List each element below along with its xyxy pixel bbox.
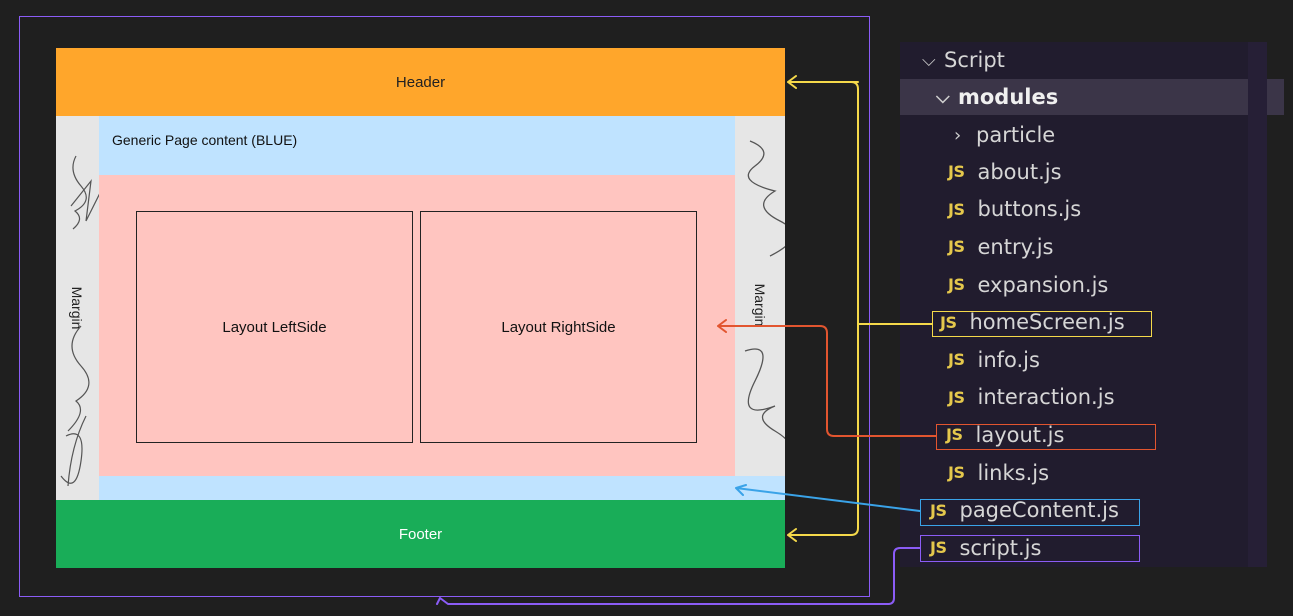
- folder-script[interactable]: ⌵ Script: [900, 42, 1267, 78]
- js-file-icon: JS: [930, 500, 947, 520]
- layout-right-label: Layout RightSide: [501, 318, 616, 336]
- file-item[interactable]: JS entry.js: [900, 228, 1267, 266]
- js-file-icon: JS: [940, 312, 957, 332]
- layout-connector: [717, 319, 937, 437]
- js-file-icon: JS: [948, 237, 965, 257]
- folder-modules[interactable]: ⌵ modules: [900, 79, 1284, 115]
- file-item-label: buttons.js: [977, 197, 1082, 222]
- file-item-label: layout.js: [975, 422, 1065, 447]
- pagecontent-highlight: [920, 499, 1140, 526]
- chevron-down-icon: ⌵: [922, 49, 936, 71]
- file-item-label: homeScreen.js: [969, 310, 1125, 335]
- folder-modules-label: modules: [958, 85, 1059, 109]
- layout-highlight: [936, 424, 1156, 450]
- js-file-icon: JS: [948, 162, 965, 182]
- file-item[interactable]: JS about.js: [900, 153, 1267, 191]
- file-item-label: links.js: [977, 460, 1050, 485]
- header-label: Header: [395, 73, 446, 91]
- js-file-icon: JS: [930, 538, 947, 558]
- footer-label: Footer: [398, 525, 443, 543]
- js-file-icon: JS: [948, 350, 965, 370]
- file-item[interactable]: JS pageContent.js: [900, 491, 1267, 529]
- js-file-icon: JS: [948, 387, 965, 407]
- file-item[interactable]: JS homeScreen.js: [900, 303, 1267, 341]
- explorer-scrollbar[interactable]: [1248, 42, 1267, 567]
- js-file-icon: JS: [948, 199, 965, 219]
- file-item-label: interaction.js: [977, 385, 1115, 410]
- footer-block: Footer: [56, 500, 785, 568]
- file-item-label: expansion.js: [977, 272, 1109, 297]
- chevron-right-icon: ›: [954, 124, 962, 146]
- page-outer-frame: [19, 16, 870, 597]
- file-item[interactable]: JS expansion.js: [900, 266, 1267, 304]
- layout-area: [99, 175, 735, 476]
- file-explorer: ⌵ Script ⌵ modules › particle JS about.js…: [900, 42, 1284, 567]
- header-block: Header: [56, 48, 785, 116]
- file-item[interactable]: JS info.js: [900, 341, 1267, 379]
- file-item[interactable]: JS layout.js: [900, 416, 1267, 454]
- file-item[interactable]: JS buttons.js: [900, 191, 1267, 229]
- file-item[interactable]: JS script.js: [900, 529, 1267, 567]
- folder-particle-label: particle: [976, 123, 1056, 147]
- layout-left-label: Layout LeftSide: [222, 318, 327, 336]
- margin-right: Margin: [735, 116, 785, 476]
- scribble-left-icon: [60, 155, 99, 487]
- folder-particle[interactable]: › particle: [900, 117, 1267, 153]
- js-file-icon: JS: [946, 425, 963, 445]
- layout-right-box: Layout RightSide: [420, 211, 697, 443]
- chevron-down-icon: ⌵: [936, 86, 950, 108]
- layout-left-box: Layout LeftSide: [136, 211, 413, 443]
- file-item-label: entry.js: [977, 234, 1054, 259]
- generic-content-label: Generic Page content (BLUE): [112, 132, 298, 148]
- scribble-right-icon: [744, 140, 785, 440]
- file-item[interactable]: JS links.js: [900, 454, 1267, 492]
- pagecontent-connector: [735, 484, 921, 512]
- file-item-label: info.js: [977, 347, 1040, 372]
- js-file-icon: JS: [948, 275, 965, 295]
- margin-left: Margin: [56, 116, 99, 500]
- js-file-icon: JS: [948, 463, 965, 483]
- file-item[interactable]: JS interaction.js: [900, 379, 1267, 417]
- file-item-label: pageContent.js: [959, 498, 1119, 523]
- folder-script-label: Script: [944, 48, 1005, 72]
- file-item-label: script.js: [959, 535, 1042, 560]
- homescreen-connector: [787, 75, 933, 542]
- file-item-label: about.js: [977, 159, 1062, 184]
- script-connector: [436, 547, 921, 605]
